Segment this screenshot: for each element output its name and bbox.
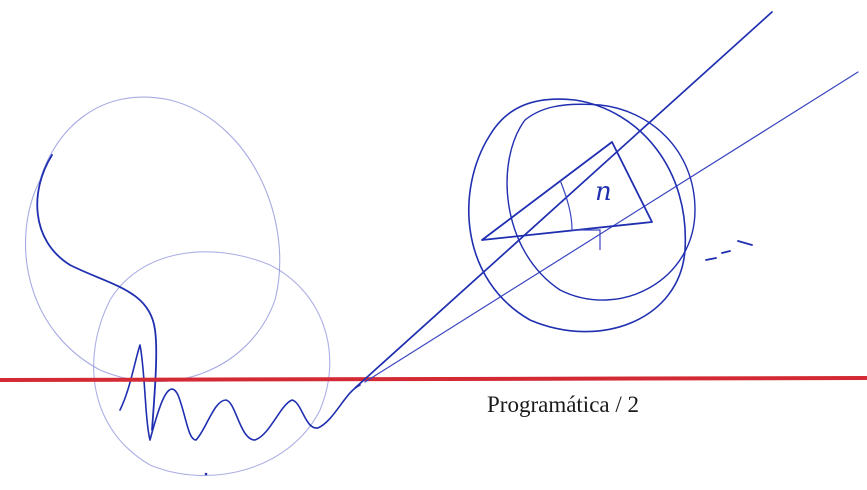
handwritten-n-mark: n	[595, 177, 612, 207]
right-outer-circle	[468, 98, 687, 333]
signature-s-stroke	[36, 154, 158, 431]
angle-arc	[559, 179, 601, 250]
footer-label: Programática / 2	[487, 392, 640, 417]
right-inner-circle	[506, 103, 696, 301]
faint-circle-large-left	[24, 96, 281, 383]
long-diagonal-line	[354, 11, 773, 389]
signature-loops	[119, 344, 361, 441]
red-rule	[0, 376, 867, 382]
triangle-wedge	[481, 141, 653, 241]
faint-circle-lower-left	[93, 251, 331, 477]
ink-dot	[204, 472, 208, 476]
dash-marks	[705, 240, 753, 261]
